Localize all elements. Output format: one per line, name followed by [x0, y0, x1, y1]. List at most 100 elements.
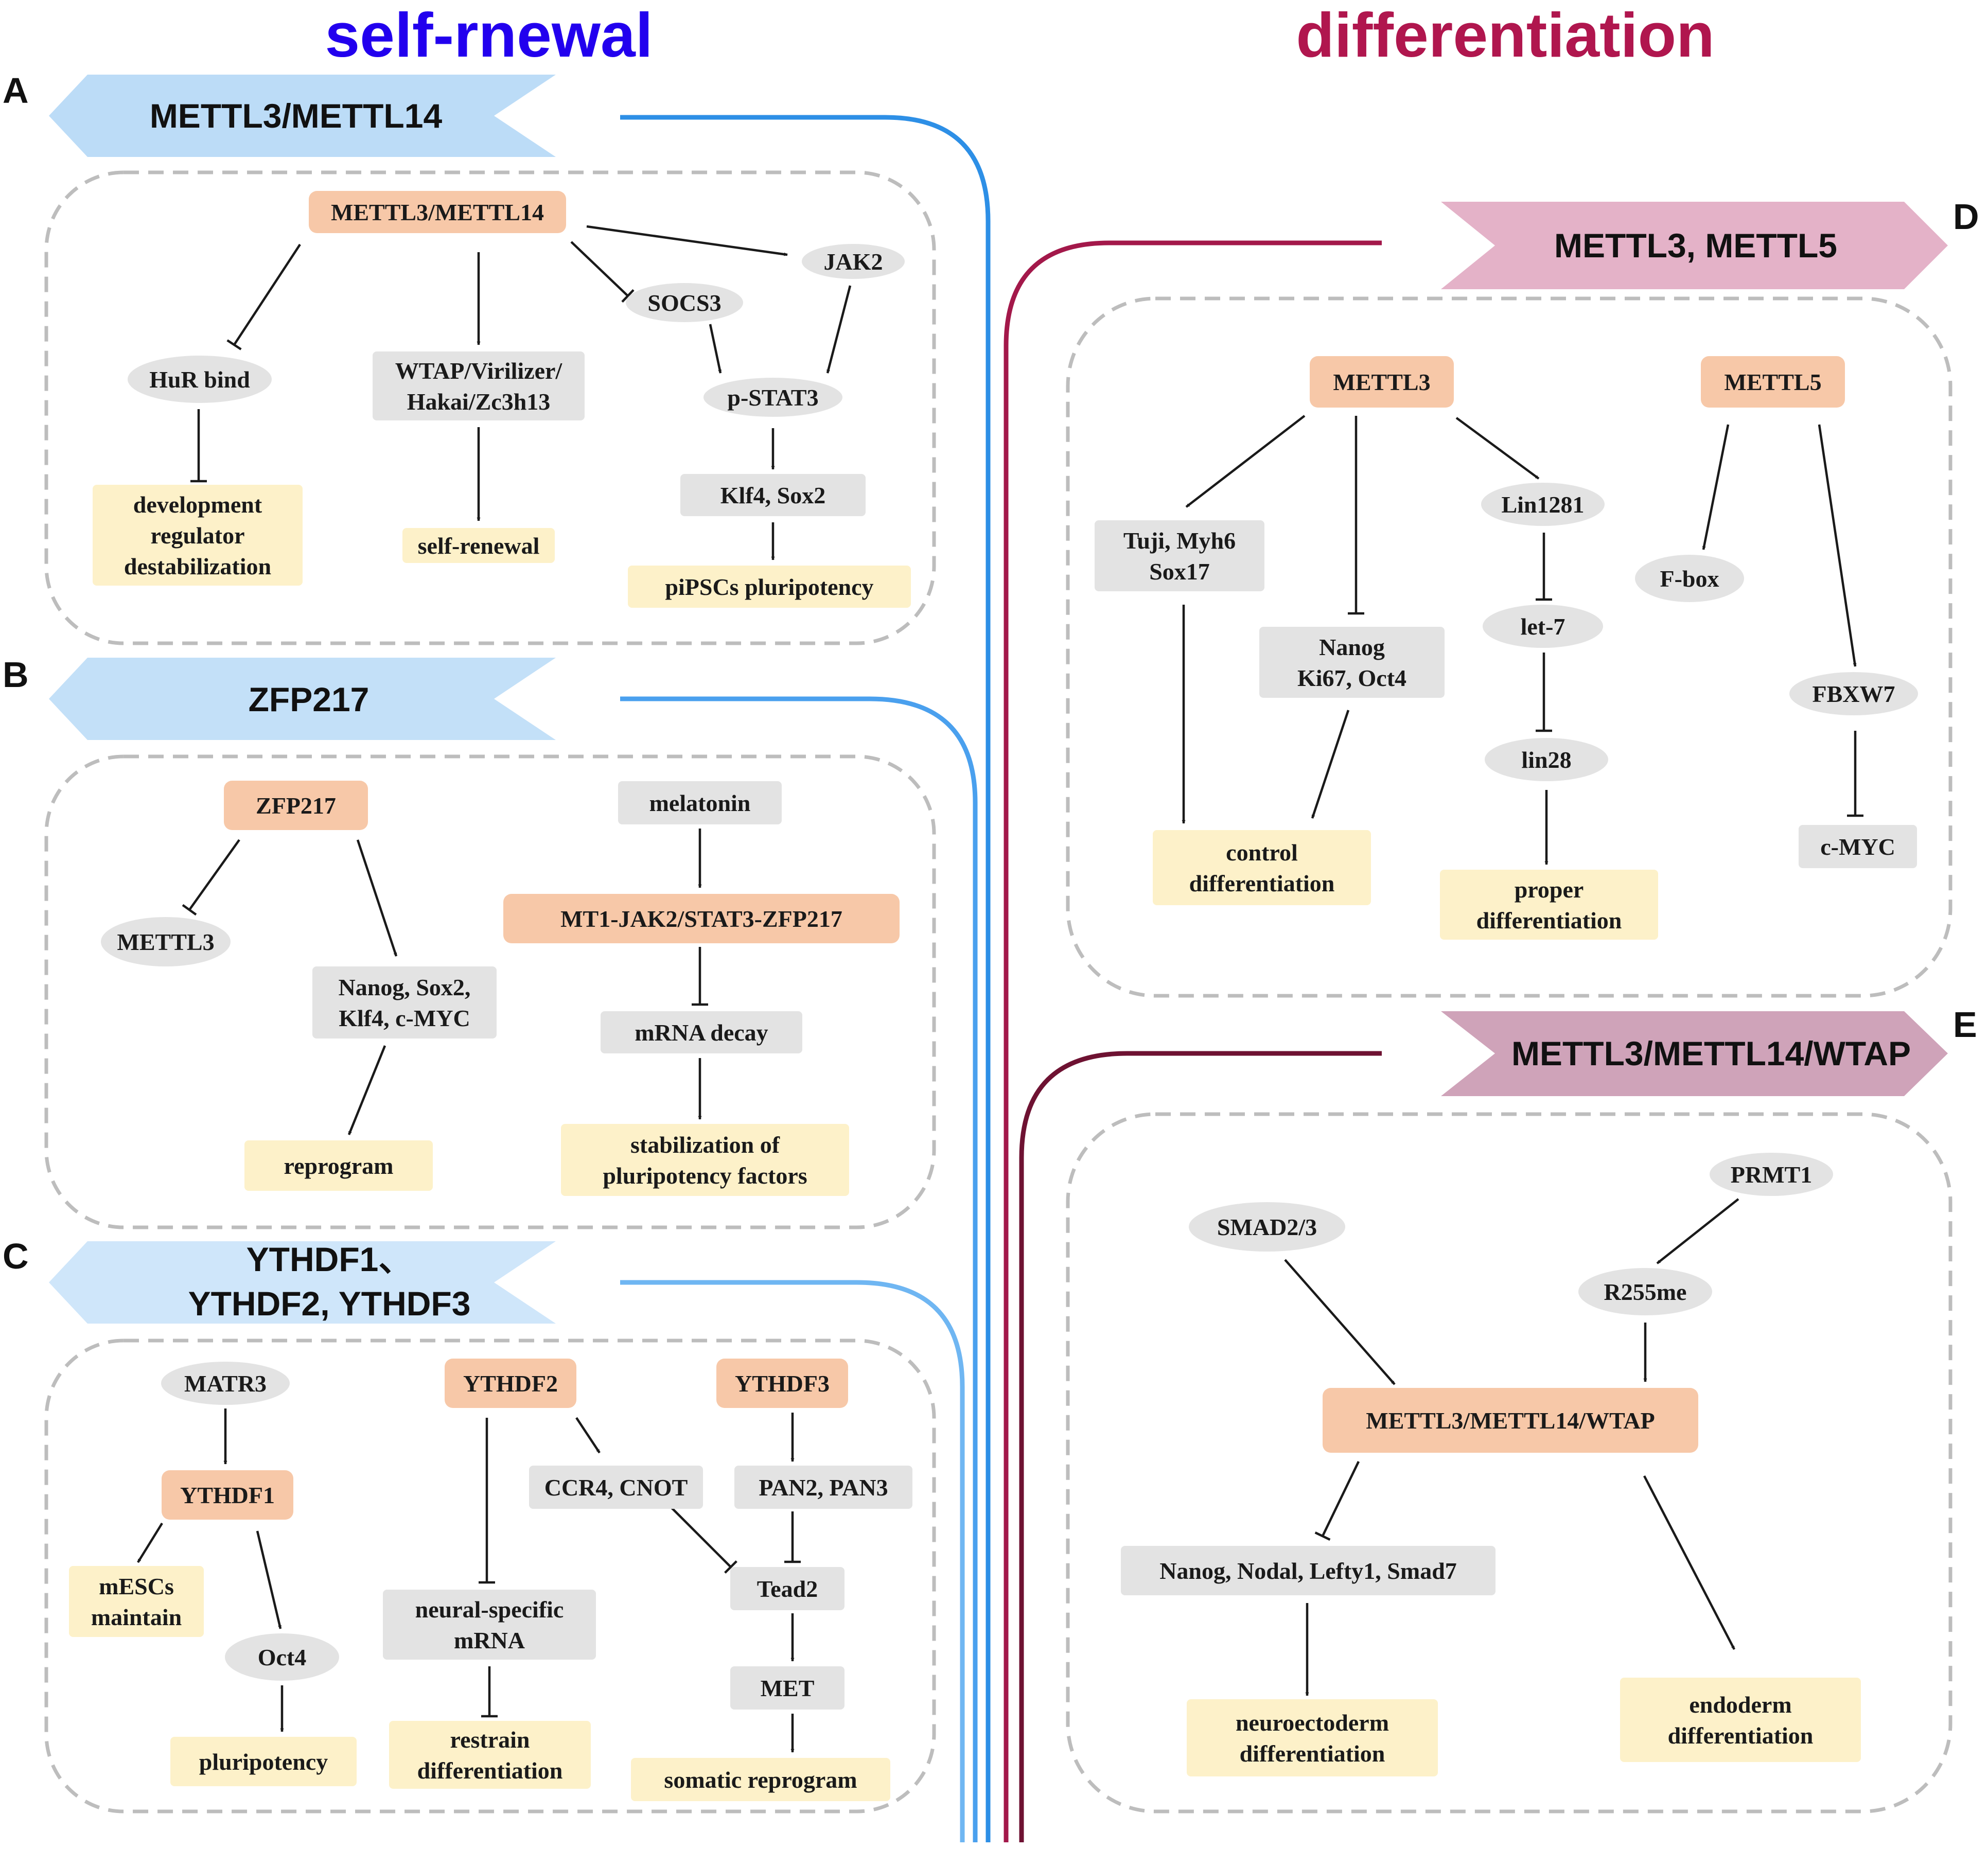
node-c-pluri: pluripotency [170, 1737, 357, 1786]
edges-layer [137, 225, 1863, 1753]
node-d-lin28: lin28 [1485, 738, 1608, 781]
node-label: SOCS3 [647, 290, 721, 316]
activate-edge-d_mettl5-d_fbxw7 [1818, 424, 1857, 667]
node-shape [312, 966, 497, 1038]
node-label: METTL5 [1724, 369, 1821, 395]
node-e-enz: METTL3/METTL14/WTAP [1323, 1388, 1698, 1453]
inhibit-edge-c_ccr4-c_tead2 [670, 1506, 732, 1568]
node-shape [373, 351, 585, 420]
node-shape [1710, 1153, 1833, 1196]
header-self-renewal: self-rnewal [325, 0, 653, 70]
node-shape [529, 1466, 703, 1509]
banner-a-shape [49, 75, 556, 157]
activate-edge-e_prmt1-e_r255 [1656, 1198, 1739, 1264]
node-shape [1310, 356, 1454, 408]
node-c-restrain: restrain differentiation [389, 1721, 591, 1789]
node-label: endoderm [1689, 1692, 1791, 1718]
node-label: METTL3 [117, 929, 214, 955]
node-label: Lin1281 [1501, 491, 1584, 518]
node-shape [1187, 1699, 1438, 1776]
panel-c-region [44, 1339, 936, 1813]
node-label: Nanog [1319, 634, 1385, 660]
node-a-hur: HuR bind [128, 356, 272, 403]
node-shape [1259, 627, 1445, 698]
node-shape [1481, 483, 1605, 526]
node-shape [628, 566, 911, 608]
node-b-nanog: Nanog, Sox2,Klf4, c-MYC [312, 966, 497, 1038]
panel-letter-a: A [3, 71, 29, 111]
node-label: lin28 [1521, 747, 1571, 773]
node-label: Tuji, Myh6 [1123, 527, 1236, 554]
node-label: differentiation [1240, 1740, 1385, 1767]
node-b-mt1: MT1-JAK2/STAT3-ZFP217 [503, 894, 900, 943]
node-shape [1323, 1388, 1698, 1453]
node-d-mettl3: METTL3 [1310, 356, 1454, 408]
node-label: FBXW7 [1813, 681, 1895, 707]
node-label: Hakai/Zc3h13 [407, 389, 551, 415]
panel-b-region [44, 754, 936, 1229]
node-label: Nanog, Sox2, [339, 974, 471, 1000]
node-b-mel: melatonin [618, 781, 782, 824]
activate-edge-b_nanog-b_repro [347, 1045, 386, 1135]
node-label: pluripotency factors [603, 1163, 807, 1189]
activate-edge-c_ythdf1-c_oct4 [256, 1530, 282, 1629]
node-shape [1483, 605, 1603, 648]
node-label: Ki67, Oct4 [1297, 665, 1406, 691]
node-label: Oct4 [258, 1644, 307, 1670]
node-shape [225, 1633, 339, 1681]
node-label: differentiation [417, 1757, 563, 1784]
node-shape [1121, 1546, 1496, 1595]
node-label: pluripotency [199, 1749, 328, 1775]
node-label: p-STAT3 [727, 384, 818, 411]
node-label: c-MYC [1820, 834, 1895, 860]
node-shape [730, 1666, 845, 1710]
node-c-matr3: MATR3 [161, 1362, 290, 1405]
node-shape [309, 191, 566, 233]
activate-edge-a_jak2-a_pstat3 [826, 285, 852, 374]
node-c-ythdf1: YTHDF1 [162, 1470, 293, 1520]
node-c-tead2: Tead2 [730, 1567, 845, 1610]
node-a-enz: METTL3/METTL14 [309, 191, 566, 233]
node-label: let-7 [1521, 613, 1565, 640]
node-label: destabilization [124, 553, 271, 579]
node-label: HuR bind [149, 366, 250, 393]
banner-c-label-line2: YTHDF2, YTHDF3 [188, 1284, 471, 1323]
node-shape [244, 1140, 433, 1191]
node-shape [101, 917, 231, 966]
node-a-selfr: self-renewal [402, 528, 555, 563]
activate-edge-c_ythdf1-c_mesc [137, 1522, 163, 1563]
node-b-mettl3: METTL3 [101, 917, 231, 966]
inhibit-bar-c_ccr4-c_tead2 [724, 1560, 737, 1574]
panel-letter-d: D [1953, 197, 1979, 237]
node-b-repro: reprogram [244, 1140, 433, 1191]
node-shape [631, 1758, 890, 1801]
node-label: JAK2 [824, 249, 883, 275]
inhibit-edge-b_zfp-b_mettl3 [188, 839, 240, 911]
node-c-ccr4: CCR4, CNOT [529, 1466, 703, 1509]
node-a-pips: piPSCs pluripotency [628, 566, 911, 608]
node-d-fbxw7: FBXW7 [1789, 672, 1918, 715]
node-a-socs3: SOCS3 [626, 283, 743, 322]
banner-b-label: ZFP217 [249, 680, 370, 718]
node-shape [69, 1566, 204, 1637]
node-label: control [1226, 839, 1298, 866]
node-shape [716, 1359, 848, 1408]
node-d-lin1281: Lin1281 [1481, 483, 1605, 526]
node-label: YTHDF1 [180, 1482, 275, 1508]
node-label: maintain [91, 1604, 182, 1630]
node-shape [680, 474, 866, 516]
node-c-ythdf3: YTHDF3 [716, 1359, 848, 1408]
node-shape [445, 1359, 576, 1408]
node-label: SMAD2/3 [1217, 1214, 1317, 1240]
node-label: METTL3/METTL14 [331, 199, 544, 225]
banner-e-label: METTL3/METTL14/WTAP [1511, 1034, 1911, 1072]
self-renewal-connector-lines [620, 115, 991, 1842]
node-label: neuroectoderm [1236, 1710, 1389, 1736]
node-e-neuro: neuroectoderm differentiation [1187, 1699, 1438, 1776]
node-label: restrain [450, 1727, 530, 1753]
